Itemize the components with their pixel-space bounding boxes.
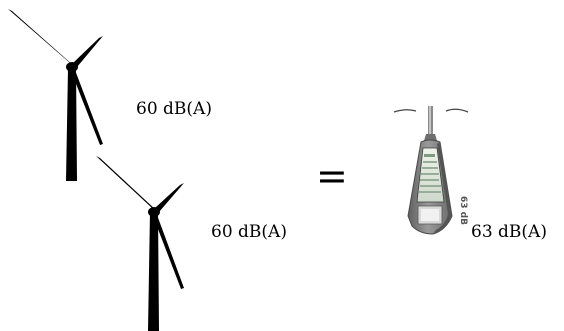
microphone-windscreen: [393, 109, 417, 113]
turbine-1-level-label: 60 dB(A): [136, 99, 212, 119]
turbine-1-blade: [71, 70, 103, 145]
turbine-2-blade: [153, 215, 184, 289]
turbine-2-level-label: 60 dB(A): [211, 222, 287, 242]
turbine-2-blade: [155, 183, 184, 212]
turbine-1-blade: [73, 36, 103, 67]
sound-level-meter-icon: 63 dB: [393, 106, 469, 235]
meter-device-marking: 63 dB: [458, 196, 468, 225]
turbine-1-blade: [8, 9, 74, 66]
wind-turbine-1: [8, 9, 103, 181]
turbine-1-tower: [66, 68, 77, 181]
wind-turbine-2: [96, 156, 184, 331]
meter-reading-label: 63 dB(A): [471, 222, 547, 242]
microphone-windscreen: [445, 108, 469, 113]
turbine-2-tower: [148, 212, 159, 331]
turbine-2-blade: [96, 156, 156, 210]
equals-sign: =: [316, 154, 348, 198]
